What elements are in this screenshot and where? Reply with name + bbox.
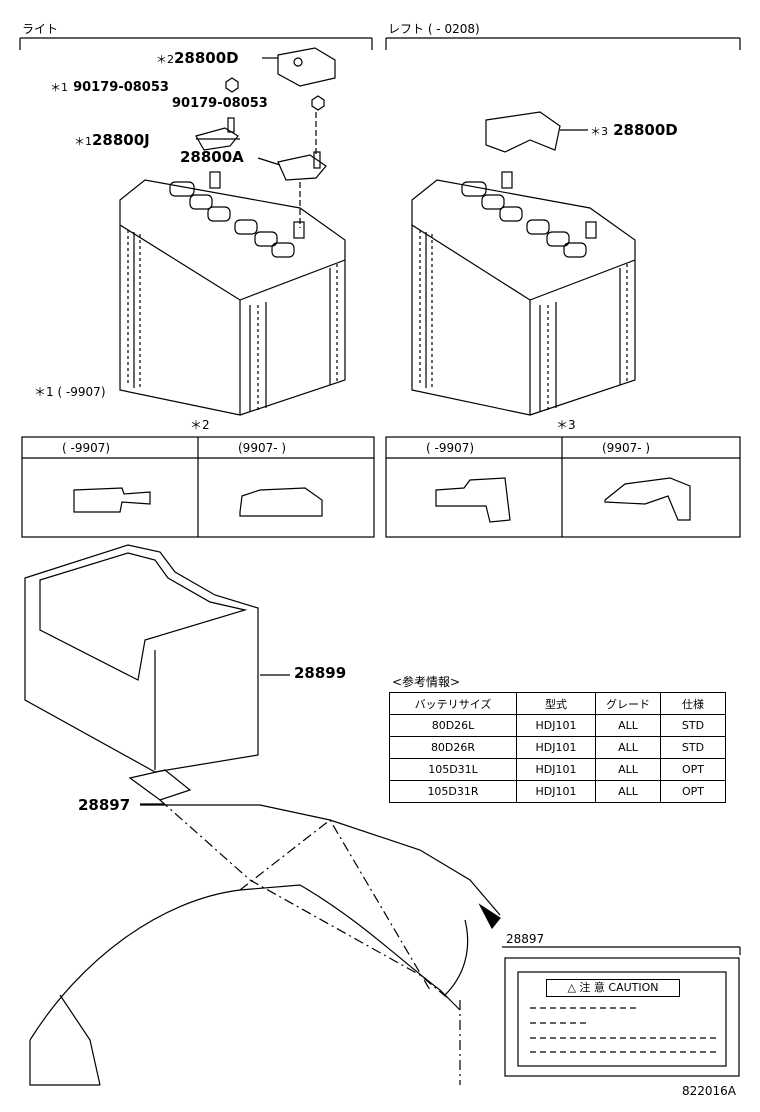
section-label-left: レフト ( - 0208)	[388, 22, 480, 36]
column-header: 型式	[516, 692, 596, 715]
table-row: 105D31R HDJ101 ALL OPT	[389, 780, 726, 803]
table-cell: STD	[660, 736, 726, 759]
variant-table-3	[385, 436, 741, 538]
table-cell: 80D26R	[389, 736, 517, 759]
part-label-28800A[interactable]: 28800A	[180, 148, 244, 166]
note-star2: ＊2	[190, 418, 210, 432]
star-marker: ＊3	[590, 125, 608, 138]
variant2-header-after: (9907- )	[238, 441, 287, 455]
table-row: 80D26L HDJ101 ALL STD	[389, 714, 726, 737]
column-header: バッテリサイズ	[389, 692, 517, 715]
part-label-28800D-star2[interactable]: ＊228800D	[156, 48, 239, 67]
reference-title: <参考情報>	[392, 675, 461, 689]
battery-left-drawing	[411, 171, 636, 416]
table-cell: OPT	[660, 758, 726, 781]
part-label-28800D-star3[interactable]: ＊3 28800D	[590, 120, 678, 139]
terminal-parts-right	[195, 47, 336, 228]
note-star3: ＊3	[556, 418, 576, 432]
part-number: 28800D	[613, 121, 678, 139]
battery-tray-drawing	[24, 544, 290, 773]
table-cell: ALL	[595, 758, 661, 781]
part-number: 90179-08053	[73, 80, 169, 95]
part-label-28899[interactable]: 28899	[294, 664, 347, 682]
table-cell: ALL	[595, 736, 661, 759]
table-row: 105D31L HDJ101 ALL OPT	[389, 758, 726, 781]
star-marker: ＊2	[156, 53, 174, 66]
table-row: 80D26R HDJ101 ALL STD	[389, 736, 726, 759]
table-cell: ALL	[595, 780, 661, 803]
table-cell: HDJ101	[516, 758, 596, 781]
terminal-cover-left	[485, 111, 588, 153]
table-cell: HDJ101	[516, 714, 596, 737]
table-cell: OPT	[660, 780, 726, 803]
variant2-header-before: ( -9907)	[62, 441, 111, 455]
variant-table-2	[21, 436, 375, 538]
column-header: グレード	[595, 692, 661, 715]
table-cell: HDJ101	[516, 736, 596, 759]
star-marker: ＊1	[74, 135, 92, 148]
variant3-header-after: (9907- )	[602, 441, 651, 455]
column-header: 仕様	[660, 692, 726, 715]
diagram-code: 822016A	[682, 1084, 737, 1098]
battery-right-drawing	[119, 171, 346, 416]
part-number: 28800J	[92, 131, 150, 149]
part-label-90179-08053[interactable]: 90179-08053	[172, 96, 268, 111]
star-marker: ＊1	[50, 81, 68, 94]
right-section-header-line	[19, 37, 373, 50]
left-section-header-line	[385, 37, 741, 50]
reference-table: バッテリサイズ 型式 グレード 仕様 80D26L HDJ101 ALL STD…	[389, 692, 726, 803]
table-cell: HDJ101	[516, 780, 596, 803]
section-label-right: ライト	[22, 22, 59, 36]
table-cell: 105D31L	[389, 758, 517, 781]
table-cell: STD	[660, 714, 726, 737]
table-cell: ALL	[595, 714, 661, 737]
table-header-row: バッテリサイズ 型式 グレード 仕様	[389, 692, 726, 715]
part-label-28800J-star1[interactable]: ＊128800J	[74, 130, 150, 149]
note-star1-range: ＊1 ( -9907)	[34, 385, 106, 399]
table-cell: 80D26L	[389, 714, 517, 737]
part-label-90179-08053-star1[interactable]: ＊1 90179-08053	[50, 76, 169, 95]
caution-label-header: △ 注 意 CAUTION	[546, 979, 680, 997]
table-cell: 105D31R	[389, 780, 517, 803]
part-label-28897[interactable]: 28897	[78, 796, 131, 814]
caution-label-drawing	[504, 957, 740, 1077]
variant3-header-before: ( -9907)	[426, 441, 475, 455]
label-detail-part-number: 28897	[506, 932, 545, 946]
part-number: 28800D	[174, 49, 239, 67]
hood-label-drawing	[29, 769, 741, 1086]
